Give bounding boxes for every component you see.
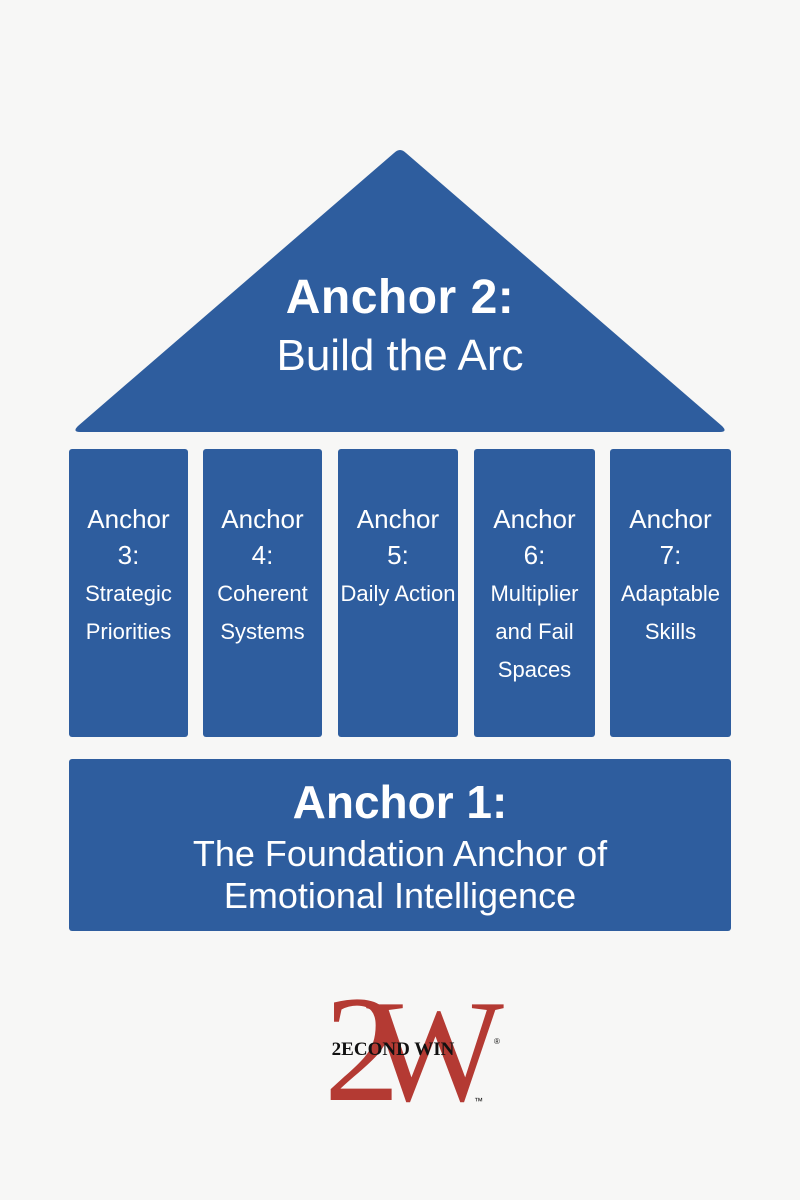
2econd-win-logo: 2 W 2ECOND WIN ® ™ [324, 965, 504, 1110]
pillar-name: Anchor [629, 504, 712, 534]
pillar-description: Daily Action [340, 581, 456, 606]
roof-triangle [75, 150, 725, 432]
logo-registered-mark: ® [494, 1037, 500, 1046]
pillar-name: Anchor [493, 504, 576, 534]
pillar-number: 4: [251, 540, 274, 570]
roof-subtitle: Build the Arc [276, 331, 524, 380]
pillar-name: Anchor [356, 504, 440, 534]
pillar-anchor-5: Anchor 5: Daily Action [338, 449, 458, 737]
logo-wordmark: 2ECOND WIN [332, 1039, 455, 1060]
pillar-name: Anchor [87, 504, 170, 534]
pillar-anchor-7: Anchor 7: Adaptable Skills [610, 449, 731, 737]
foundation-subtitle: The Foundation Anchor of Emotional Intel… [192, 833, 608, 916]
pillar-number: 5: [387, 540, 409, 570]
logo-monogram-2: 2 [324, 965, 400, 1110]
foundation-title: Anchor 1: [292, 776, 508, 828]
roof-title: Anchor 2: [285, 271, 515, 324]
pillar-anchor-4: Anchor 4: Coherent Systems [203, 449, 322, 737]
roof-label: Anchor 2: Build the Arc [100, 270, 700, 382]
foundation-block: Anchor 1: The Foundation Anchor of Emoti… [69, 759, 731, 931]
pillar-name: Anchor [221, 504, 304, 534]
pillar-description: Adaptable Skills [620, 581, 721, 644]
pillar-anchor-3: Anchor 3: Strategic Priorities [69, 449, 188, 737]
pillar-number: 3: [117, 540, 140, 570]
logo-trademark: ™ [474, 1096, 483, 1106]
pillar-description: Coherent Systems [217, 581, 308, 644]
pillar-number: 7: [659, 540, 682, 570]
pillar-description: Multiplier and Fail Spaces [490, 581, 579, 682]
pillar-description: Strategic Priorities [85, 581, 172, 644]
pillar-anchor-6: Anchor 6: Multiplier and Fail Spaces [474, 449, 595, 737]
logo-monogram-w: W [366, 970, 504, 1110]
pillar-number: 6: [523, 540, 546, 570]
